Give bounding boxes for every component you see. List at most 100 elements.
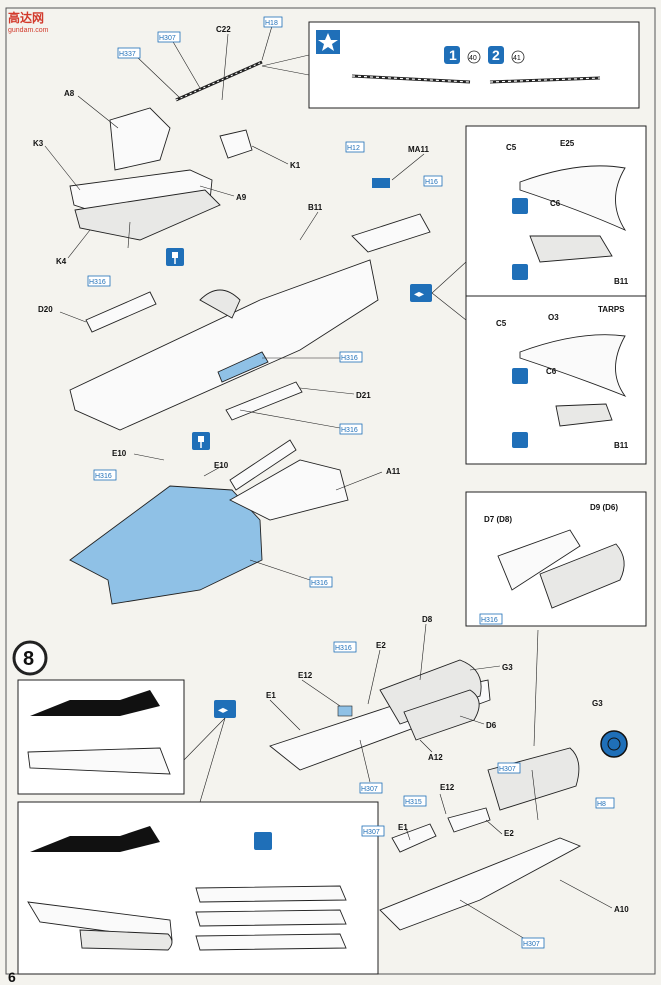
color-h316-c: H316	[341, 427, 358, 434]
glue-icon-d	[512, 264, 528, 280]
watermark-logo: 高达网 gundam.com	[8, 10, 49, 34]
label-tarps: TARPS	[598, 305, 625, 314]
svg-text:◂▸: ◂▸	[218, 705, 228, 716]
part-e1-b	[391, 823, 437, 853]
svg-text:◂▸: ◂▸	[414, 289, 424, 300]
label-k3: K3	[33, 139, 44, 148]
part-b11-canopy-base	[199, 289, 241, 319]
label-b11-a: B11	[614, 277, 629, 286]
part-d8	[379, 659, 482, 725]
glue-icon-c	[512, 198, 528, 214]
part-lower-fuselage-blue	[69, 485, 263, 605]
label-d8: D8	[422, 615, 433, 624]
part-b11-lower-nose	[555, 403, 613, 427]
choice-arrow-icon-a	[410, 284, 432, 302]
choice-arrow-icon-b	[214, 700, 236, 718]
label-e2-a: E2	[376, 641, 386, 650]
part-k4-floor	[74, 189, 221, 241]
label-k4: K4	[56, 257, 67, 266]
part-a8-panel	[109, 107, 171, 171]
part-k1-box	[219, 129, 253, 159]
label-a10: A10	[614, 905, 629, 914]
label-a9: A9	[236, 193, 247, 202]
color-h316-e: H316	[311, 580, 328, 587]
part-ma11-decal	[372, 178, 390, 188]
part-d6	[403, 689, 480, 741]
color-h18: H18	[265, 20, 278, 27]
label-d20: D20	[38, 305, 53, 314]
part-drop-tank	[79, 929, 173, 951]
color-h12: H12	[347, 145, 360, 152]
part-a11-strip	[229, 439, 297, 491]
glue-icon-g	[254, 832, 272, 850]
lower-fuselage-assembly: E10 E10 A11 H316 H316	[69, 439, 401, 605]
label-d6: D6	[486, 721, 497, 730]
decal-number-1: 1	[449, 47, 457, 63]
part-d7	[497, 529, 581, 591]
step-8-subpanel-a	[17, 679, 185, 795]
decal-number-2-box	[488, 46, 504, 64]
part-fin-3	[195, 933, 347, 951]
page-number: 6	[8, 969, 16, 985]
label-b11-b: B11	[614, 441, 629, 450]
nose-variant-panel: C5 E25 C6 B11 C5 O3 TARPS C6 B11 ◂▸	[410, 125, 647, 465]
glue-icon-f	[512, 432, 528, 448]
color-h307-d: H307	[363, 829, 380, 836]
label-ma11: MA11	[408, 145, 429, 154]
intake-trunk-panel: D7 (D8) D9 (D6) H316	[465, 491, 647, 627]
label-d9: D9 (D6)	[590, 503, 618, 512]
part-e2-b	[447, 807, 491, 833]
label-o3: O3	[548, 313, 559, 322]
label-e1-a: E1	[266, 691, 276, 700]
label-b11: B11	[308, 203, 323, 212]
color-h316-a: H316	[89, 279, 106, 286]
color-h337: H337	[119, 51, 136, 58]
color-h307-c: H307	[499, 766, 516, 773]
part-b11-upper-nose	[529, 235, 613, 263]
color-h316-b: H316	[341, 355, 358, 362]
label-a11: A11	[386, 467, 401, 476]
label-k1: K1	[290, 161, 301, 170]
decal-number-1-box	[444, 46, 460, 64]
part-a10	[379, 837, 582, 931]
decal-number-40: 40	[469, 55, 477, 62]
color-h315: H315	[405, 799, 422, 806]
decal-panel: 1 40 2 41	[261, 21, 640, 109]
decal-number-41: 41	[513, 55, 521, 62]
decal-number-2: 2	[492, 47, 500, 63]
label-c5-b: C5	[496, 319, 507, 328]
glue-icon-e	[512, 368, 528, 384]
fuselage-assembly: B11 MA11 D20 D21 H12 H16 H316 H316 H316	[38, 141, 443, 450]
label-e2-b: E2	[504, 829, 514, 838]
label-e10-b: E10	[214, 461, 229, 470]
part-intake-duct	[487, 747, 580, 811]
watermark-title: 高达网	[8, 10, 44, 25]
color-h316-d: H316	[95, 473, 112, 480]
part-g3-exhaust	[600, 730, 628, 758]
label-d7: D7 (D8)	[484, 515, 512, 524]
part-e25-nose	[519, 165, 627, 232]
part-fin-2	[195, 909, 347, 927]
part-d9	[539, 543, 625, 609]
label-c22: C22	[216, 25, 231, 34]
color-h16: H16	[425, 179, 438, 186]
label-e10-a: E10	[112, 449, 127, 458]
color-h307-a: H307	[159, 35, 176, 42]
part-side-strip-a	[27, 747, 171, 775]
aircraft-silhouette-b	[30, 826, 160, 852]
part-e12-a	[337, 705, 353, 717]
color-h8: H8	[597, 801, 606, 808]
label-g3-b: G3	[592, 699, 603, 708]
label-g3-a: G3	[502, 663, 513, 672]
part-tarps-nose	[519, 334, 627, 397]
label-d21: D21	[356, 391, 371, 400]
label-e12-b: E12	[440, 783, 455, 792]
cockpit-assembly: C22 A8 K3 K1 A9 K4 H18 H307 H337	[33, 16, 301, 266]
label-e25: E25	[560, 139, 575, 148]
label-a12: A12	[428, 753, 443, 762]
part-a11	[229, 459, 349, 521]
color-h316-f: H316	[481, 617, 498, 624]
color-h316-g: H316	[335, 645, 352, 652]
part-d20	[85, 291, 157, 333]
